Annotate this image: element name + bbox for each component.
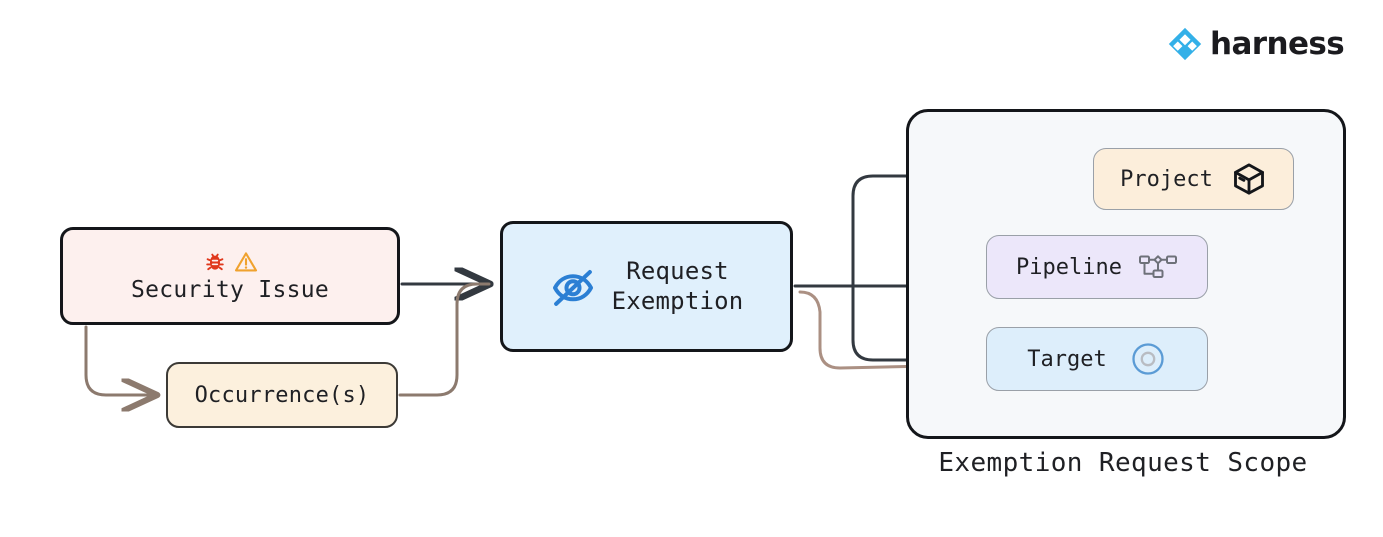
edge-security-to-occurrences xyxy=(84,325,156,395)
exemption-request-scope-label: Exemption Request Scope xyxy=(938,448,1308,478)
node-target[interactable]: Target xyxy=(986,327,1208,391)
pipeline-nodes-icon xyxy=(1138,255,1177,278)
node-pipeline[interactable]: Pipeline xyxy=(986,235,1208,299)
warning-triangle-icon xyxy=(234,252,257,272)
node-pipeline-label: Pipeline xyxy=(1016,254,1122,280)
cube-icon xyxy=(1233,163,1264,195)
request-line-1: Request xyxy=(626,257,729,286)
security-issue-icons xyxy=(203,249,258,275)
node-project-label: Project xyxy=(1120,166,1213,192)
target-circle-icon xyxy=(1132,343,1164,375)
brand-name: harness xyxy=(1210,25,1345,62)
request-line-2: Exemption xyxy=(611,286,744,315)
node-occurrences-label: Occurrence(s) xyxy=(194,382,370,408)
node-project[interactable]: Project xyxy=(1093,148,1294,210)
harness-brand: harness xyxy=(1168,25,1345,62)
node-occurrences[interactable]: Occurrence(s) xyxy=(166,362,398,428)
node-security-issue[interactable]: Security Issue xyxy=(60,227,400,325)
edge-occurrences-to-request xyxy=(398,282,491,397)
bug-icon xyxy=(205,253,224,271)
harness-diamond-logo-icon xyxy=(1168,27,1202,61)
node-security-issue-label: Security Issue xyxy=(130,277,330,303)
node-target-label: Target xyxy=(1027,346,1107,372)
eye-off-icon xyxy=(552,269,593,306)
